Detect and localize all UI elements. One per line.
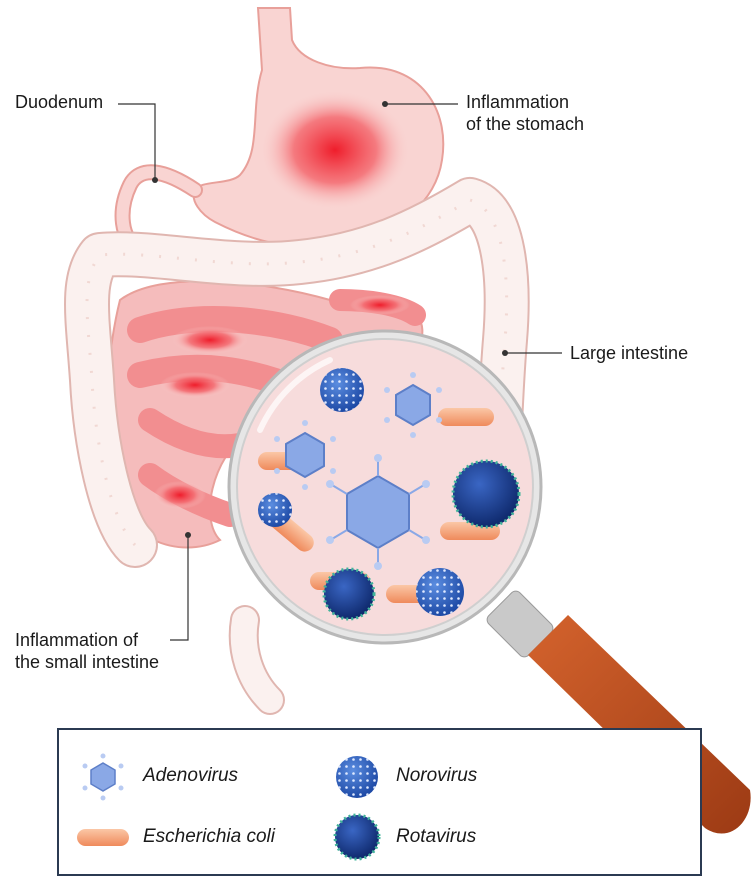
legend-label-norovirus: Norovirus bbox=[396, 765, 477, 787]
label-stomach-line1: Inflammation bbox=[466, 92, 569, 113]
legend-label-e-coli: Escherichia coli bbox=[143, 826, 275, 848]
legend bbox=[57, 728, 702, 876]
label-duodenum: Duodenum bbox=[15, 92, 103, 113]
label-small-line1: Inflammation of bbox=[15, 630, 138, 651]
label-stomach-line2: of the stomach bbox=[466, 114, 584, 135]
magnifier-lens bbox=[229, 331, 541, 643]
legend-label-rotavirus: Rotavirus bbox=[396, 826, 476, 848]
legend-label-adenovirus: Adenovirus bbox=[143, 765, 238, 787]
label-small-line2: the small intestine bbox=[15, 652, 159, 673]
label-large-intestine: Large intestine bbox=[570, 343, 688, 364]
